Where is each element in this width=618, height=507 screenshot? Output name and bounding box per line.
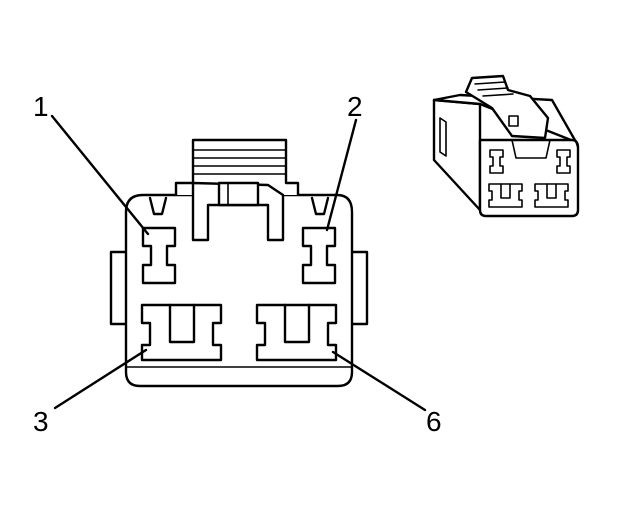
lock-housing (174, 138, 300, 195)
iso-lock-tab-front (511, 139, 551, 159)
iso-cavity-3 (488, 183, 523, 208)
callout-label-3: 3 (33, 406, 49, 437)
connector-isometric-view (432, 74, 580, 218)
leader-line-3 (53, 348, 148, 410)
cavity-6 (255, 303, 338, 362)
iso-lock (464, 74, 550, 140)
lock-ridges (192, 149, 287, 175)
connector-face (109, 138, 369, 388)
left-side-tab (109, 250, 127, 326)
leader-line-1 (50, 114, 150, 236)
leader-line-2 (325, 118, 358, 232)
leader-lines (50, 114, 427, 412)
right-side-tab (351, 250, 369, 326)
iso-top-face (432, 93, 578, 144)
cavity-2 (301, 226, 337, 285)
iso-edges (479, 103, 579, 149)
iso-lock-ridges (474, 81, 514, 97)
cavity-6-divider (283, 303, 311, 344)
iso-side-face (432, 98, 482, 212)
iso-cavity-1 (489, 149, 504, 174)
cavity-3 (140, 303, 223, 362)
leader-line-6 (331, 350, 427, 412)
cavity-3-divider (168, 303, 196, 344)
cavity-1 (141, 226, 177, 285)
callout-label-6: 6 (426, 406, 442, 437)
iso-lock-window (508, 115, 519, 127)
iso-cavity-6 (534, 183, 569, 208)
lock-tab (191, 181, 285, 242)
left-key-notch (148, 196, 168, 216)
callout-label-2: 2 (347, 91, 363, 122)
iso-cavity-2 (556, 149, 571, 174)
lock-window (217, 181, 260, 207)
callout-label-1: 1 (33, 91, 49, 122)
right-key-notch (310, 196, 330, 216)
iso-side-slot (439, 117, 447, 157)
